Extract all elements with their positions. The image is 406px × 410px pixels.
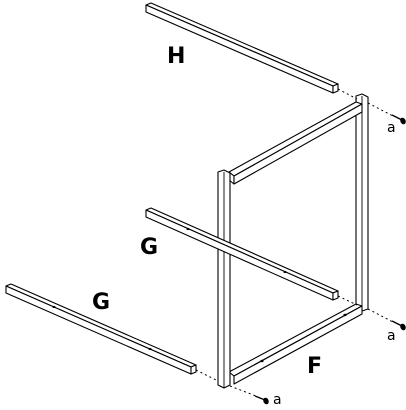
- screw-bottom: [254, 395, 269, 405]
- guide-middle-screw: [367, 308, 394, 323]
- label-screw-top: a: [387, 120, 396, 136]
- frame-bottom-bar-front: [233, 305, 363, 385]
- screw-middle-head: [400, 323, 406, 331]
- rail-g-middle-front-face: [145, 209, 334, 301]
- rail-g-middle-hole-1: [186, 227, 190, 231]
- screw-top-shaft: [391, 114, 403, 121]
- frame-top-bar-top: [228, 101, 363, 177]
- rail-h: [145, 2, 339, 94]
- screw-middle: [391, 320, 406, 331]
- screw-bottom-head: [263, 397, 269, 405]
- frame-top-bar-front: [233, 103, 363, 185]
- rail-g-bottom: [5, 283, 197, 375]
- rail-g-middle: [145, 207, 339, 301]
- guide-g-bottom-to-frame: [195, 369, 219, 382]
- label-part-g-bottom: G: [92, 290, 110, 315]
- guide-g-middle-to-frame: [337, 295, 358, 306]
- screw-middle-shaft: [391, 320, 403, 327]
- label-part-g-middle: G: [140, 235, 158, 260]
- label-screw-bottom: a: [273, 392, 282, 408]
- frame-f: [217, 93, 369, 389]
- guide-h-to-frame: [337, 88, 358, 100]
- guide-top-screw: [367, 102, 394, 117]
- screw-bottom-shaft: [254, 395, 266, 401]
- assembly-guides: [195, 88, 394, 397]
- rail-g-bottom-hole-1: [52, 305, 56, 309]
- label-part-f: F: [307, 354, 322, 379]
- screw-top: [391, 114, 406, 125]
- frame-bottom-hole-2: [343, 313, 347, 317]
- rail-g-bottom-end-face: [190, 364, 197, 375]
- label-part-h: H: [167, 44, 185, 69]
- rail-g-middle-hole-2: [283, 270, 287, 274]
- screw-top-head: [400, 117, 406, 125]
- label-screw-middle: a: [387, 328, 396, 344]
- guide-bottom-screw: [229, 385, 257, 397]
- frame-bottom-hole-1: [260, 359, 264, 363]
- rail-h-end-face: [332, 83, 339, 94]
- rail-g-middle-end-face: [332, 290, 339, 301]
- frame-bottom-bar-top: [228, 303, 363, 377]
- rail-g-bottom-hole-2: [148, 347, 152, 351]
- rail-g-middle-top-face: [145, 207, 339, 294]
